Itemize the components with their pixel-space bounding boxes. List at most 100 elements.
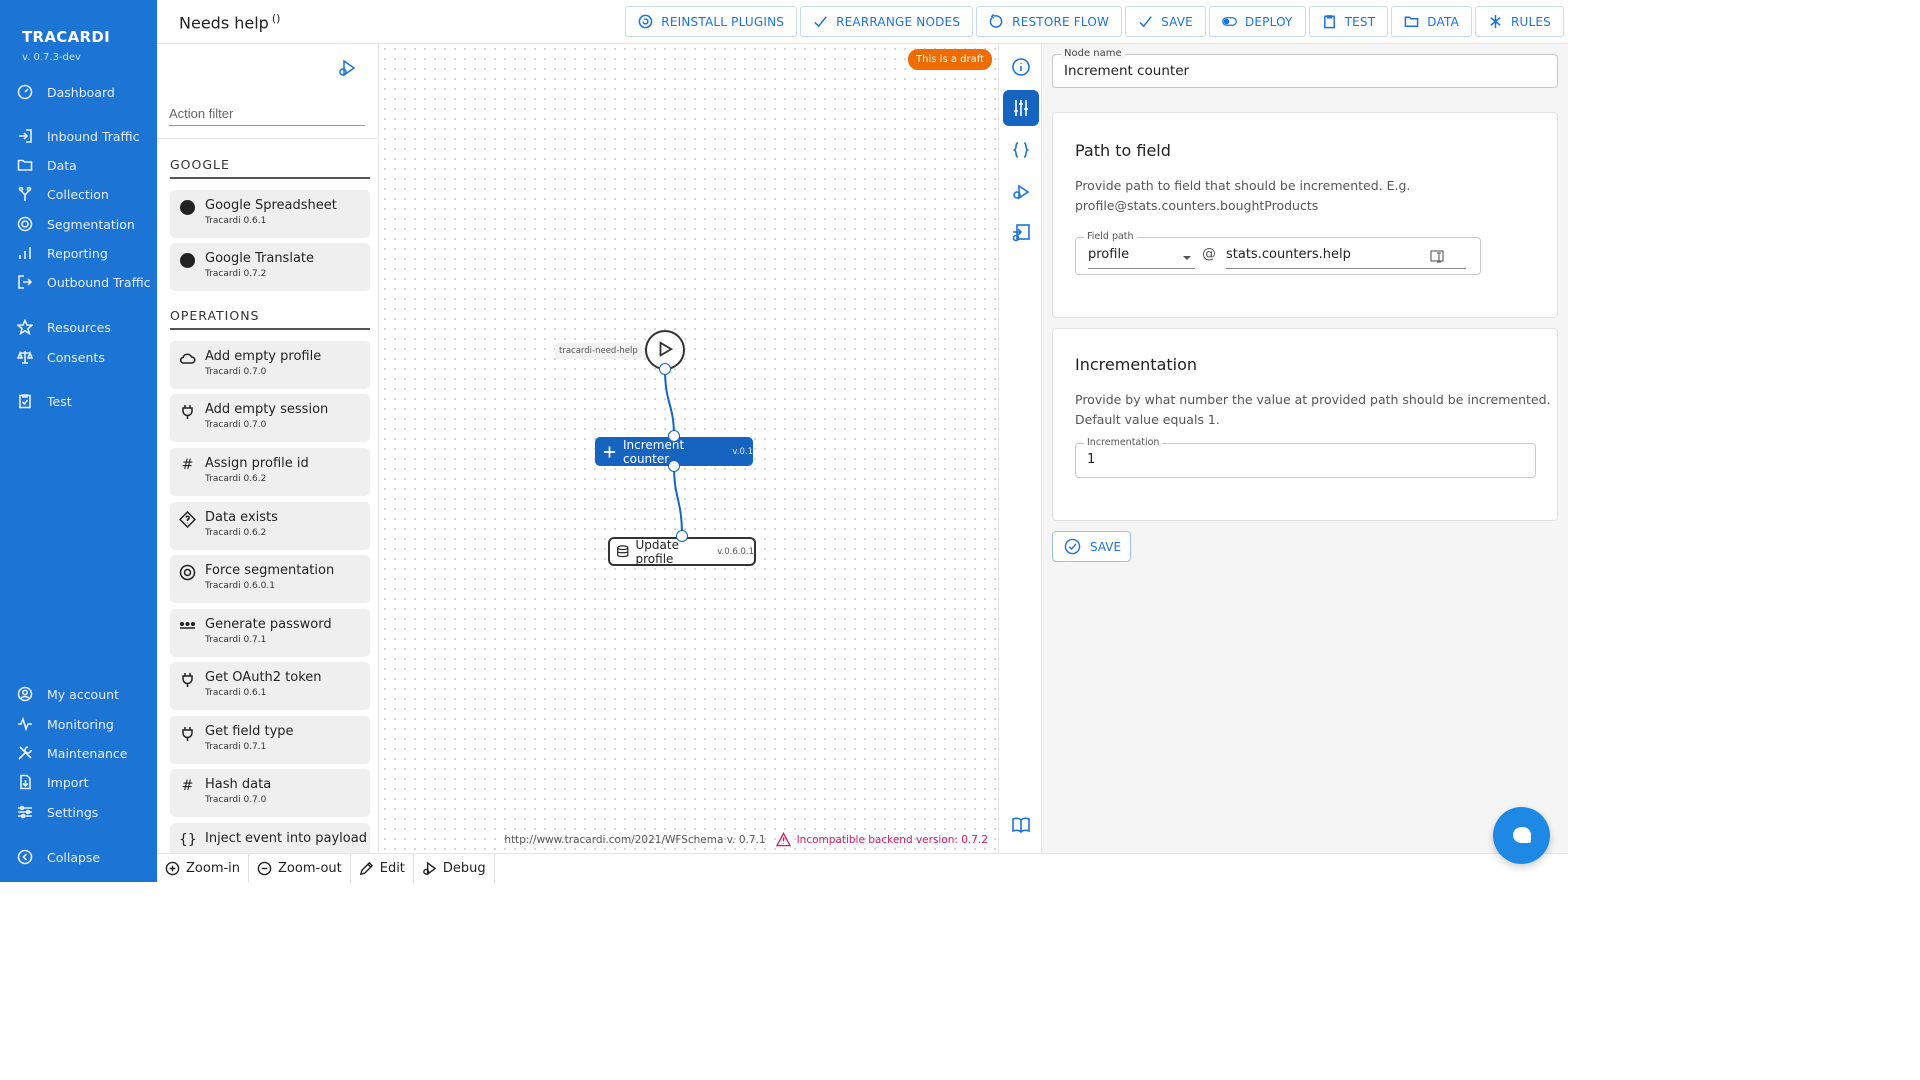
plugin-google-spreadsheet[interactable]: G Google Spreadsheet Tracardi 0.6.1 (170, 190, 370, 238)
sidebar-item-inbound-traffic[interactable]: Inbound Traffic (0, 124, 157, 148)
save-node-button[interactable]: SAVE (1052, 531, 1131, 562)
node-details-panel: Node name Path to field Provide path to … (1042, 44, 1568, 853)
sidebar-item-label: Segmentation (47, 216, 135, 232)
description-line: profile@stats.counters.boughtProducts (1075, 198, 1319, 213)
sidebar-item-outbound-traffic[interactable]: Outbound Traffic (0, 270, 157, 294)
sidebar-item-label: Test (47, 393, 72, 409)
debug-tab[interactable] (1003, 174, 1039, 210)
sidebar-item-label: Settings (47, 804, 99, 820)
group-operations: OPERATIONS (170, 308, 370, 330)
field-label: Node name (1061, 48, 1125, 59)
start-output-port[interactable] (659, 363, 671, 375)
source-select[interactable]: profile (1088, 247, 1195, 269)
sidebar-item-label: Outbound Traffic (47, 274, 151, 290)
plugin-name: Generate password (205, 617, 332, 632)
plugin-add-empty-profile[interactable]: Add empty profile Tracardi 0.7.0 (170, 341, 370, 389)
plugin-version: Tracardi 0.6.0.1 (205, 581, 275, 591)
sidebar-item-data[interactable]: Data (0, 153, 157, 177)
config-tab[interactable] (1003, 90, 1039, 126)
plugin-get-oauth2-token[interactable]: Get OAuth2 token Tracardi 0.6.1 (170, 662, 370, 710)
plugin-force-segmentation[interactable]: Force segmentation Tracardi 0.6.0.1 (170, 555, 370, 603)
sidebar-item-consents[interactable]: Consents (0, 345, 157, 369)
field-label: Field path (1084, 231, 1137, 242)
node-label: Increment counter (623, 437, 685, 466)
sidebar-item-settings[interactable]: Settings (0, 800, 157, 824)
sidebar-item-monitoring[interactable]: Monitoring (0, 712, 157, 736)
sidebar-item-reporting[interactable]: Reporting (0, 241, 157, 265)
plugin-google-translate[interactable]: G Google Translate Tracardi 0.7.2 (170, 243, 370, 291)
info-tab[interactable] (1003, 49, 1039, 85)
plugin-inject-event-into-payload[interactable]: {} Inject event into payload (170, 823, 370, 853)
save-flow-button[interactable]: SAVE (1125, 6, 1206, 37)
debug-icon[interactable] (337, 58, 357, 78)
sidebar-item-label: My account (47, 686, 119, 702)
select-field-icon[interactable] (1430, 249, 1448, 263)
zoom-out-button[interactable]: Zoom-out (249, 854, 351, 883)
clipboard-icon (19, 394, 31, 409)
test-button[interactable]: TEST (1308, 6, 1389, 37)
microservice-tab[interactable] (1003, 215, 1039, 251)
debug-icon (423, 861, 437, 876)
path-input[interactable]: stats.counters.help (1226, 247, 1466, 269)
braces-icon: {} (179, 832, 197, 848)
incrementation-input[interactable] (1087, 452, 1517, 467)
sidebar-collapse[interactable]: Collapse (0, 845, 157, 869)
toggle-icon (1222, 17, 1237, 26)
documentation-tab[interactable] (1003, 807, 1039, 843)
reinstall-plugins-button[interactable]: REINSTALL PLUGINS (625, 6, 798, 37)
folder-icon (1404, 16, 1419, 27)
plugin-hash-data[interactable]: # Hash data Tracardi 0.7.0 (170, 769, 370, 817)
debug-button[interactable]: Debug (414, 854, 495, 883)
plugin-add-empty-session[interactable]: Add empty session Tracardi 0.7.0 (170, 394, 370, 442)
plugin-data-exists[interactable]: Data exists Tracardi 0.6.2 (170, 502, 370, 550)
sidebar-item-segmentation[interactable]: Segmentation (0, 212, 157, 236)
outbound-icon (18, 275, 33, 289)
sidebar-item-label: Reporting (47, 245, 108, 261)
flow-toolbar: REINSTALL PLUGINS REARRANGE NODES RESTOR… (625, 6, 1564, 37)
action-filter-input[interactable] (169, 101, 365, 126)
rules-button[interactable]: RULES (1474, 6, 1564, 37)
increment-input-port[interactable] (668, 430, 680, 442)
sidebar-item-label: Maintenance (47, 745, 128, 761)
flow-canvas[interactable]: This is a draft tracardi-need-help Incre… (380, 44, 998, 853)
collection-icon (18, 186, 32, 201)
sidebar-item-resources[interactable]: Resources (0, 315, 157, 339)
button-label: Zoom-in (186, 861, 241, 876)
plugin-name: Force segmentation (205, 563, 335, 578)
sliders-icon (18, 805, 32, 819)
restore-flow-button[interactable]: RESTORE FLOW (976, 6, 1123, 37)
edit-button[interactable]: Edit (351, 854, 414, 883)
account-icon (17, 686, 33, 702)
sidebar-item-collection[interactable]: Collection (0, 182, 157, 206)
chat-button[interactable] (1493, 807, 1550, 864)
svg-text:G: G (183, 255, 192, 268)
diamond-question-icon (178, 510, 197, 529)
sidebar-item-my-account[interactable]: My account (0, 682, 157, 706)
description-line: Default value equals 1. (1075, 412, 1220, 427)
update-input-port[interactable] (676, 530, 688, 542)
sidebar-item-import[interactable]: Import (0, 770, 157, 794)
plugin-assign-profile-id[interactable]: # Assign profile id Tracardi 0.6.2 (170, 448, 370, 496)
deploy-button[interactable]: DEPLOY (1208, 6, 1306, 37)
button-label: TEST (1344, 14, 1376, 29)
folder-icon (17, 159, 33, 171)
plugin-version: Tracardi 0.7.1 (205, 635, 267, 645)
rearrange-nodes-button[interactable]: REARRANGE NODES (800, 6, 974, 37)
plugin-name: Add empty session (205, 402, 329, 417)
sidebar-item-maintenance[interactable]: Maintenance (0, 741, 157, 765)
node-name-input[interactable] (1064, 63, 1544, 79)
json-tab[interactable] (1003, 132, 1039, 168)
dashboard-icon (17, 84, 33, 100)
card-description: Provide path to field that should be inc… (1075, 176, 1410, 216)
sidebar-item-dashboard[interactable]: Dashboard (0, 80, 157, 104)
plugin-version: Tracardi 0.6.1 (205, 688, 267, 698)
node-version: v.0.1 (732, 446, 753, 457)
data-button[interactable]: DATA (1391, 6, 1472, 37)
plugin-name: Assign profile id (205, 456, 309, 471)
plugin-get-field-type[interactable]: Get field type Tracardi 0.7.1 (170, 716, 370, 764)
zoom-in-button[interactable]: Zoom-in (157, 854, 250, 883)
node-label: Update profile (635, 537, 679, 566)
plugin-generate-password[interactable]: Generate password Tracardi 0.7.1 (170, 609, 370, 657)
sidebar-item-test[interactable]: Test (0, 389, 157, 413)
increment-output-port[interactable] (668, 460, 680, 472)
